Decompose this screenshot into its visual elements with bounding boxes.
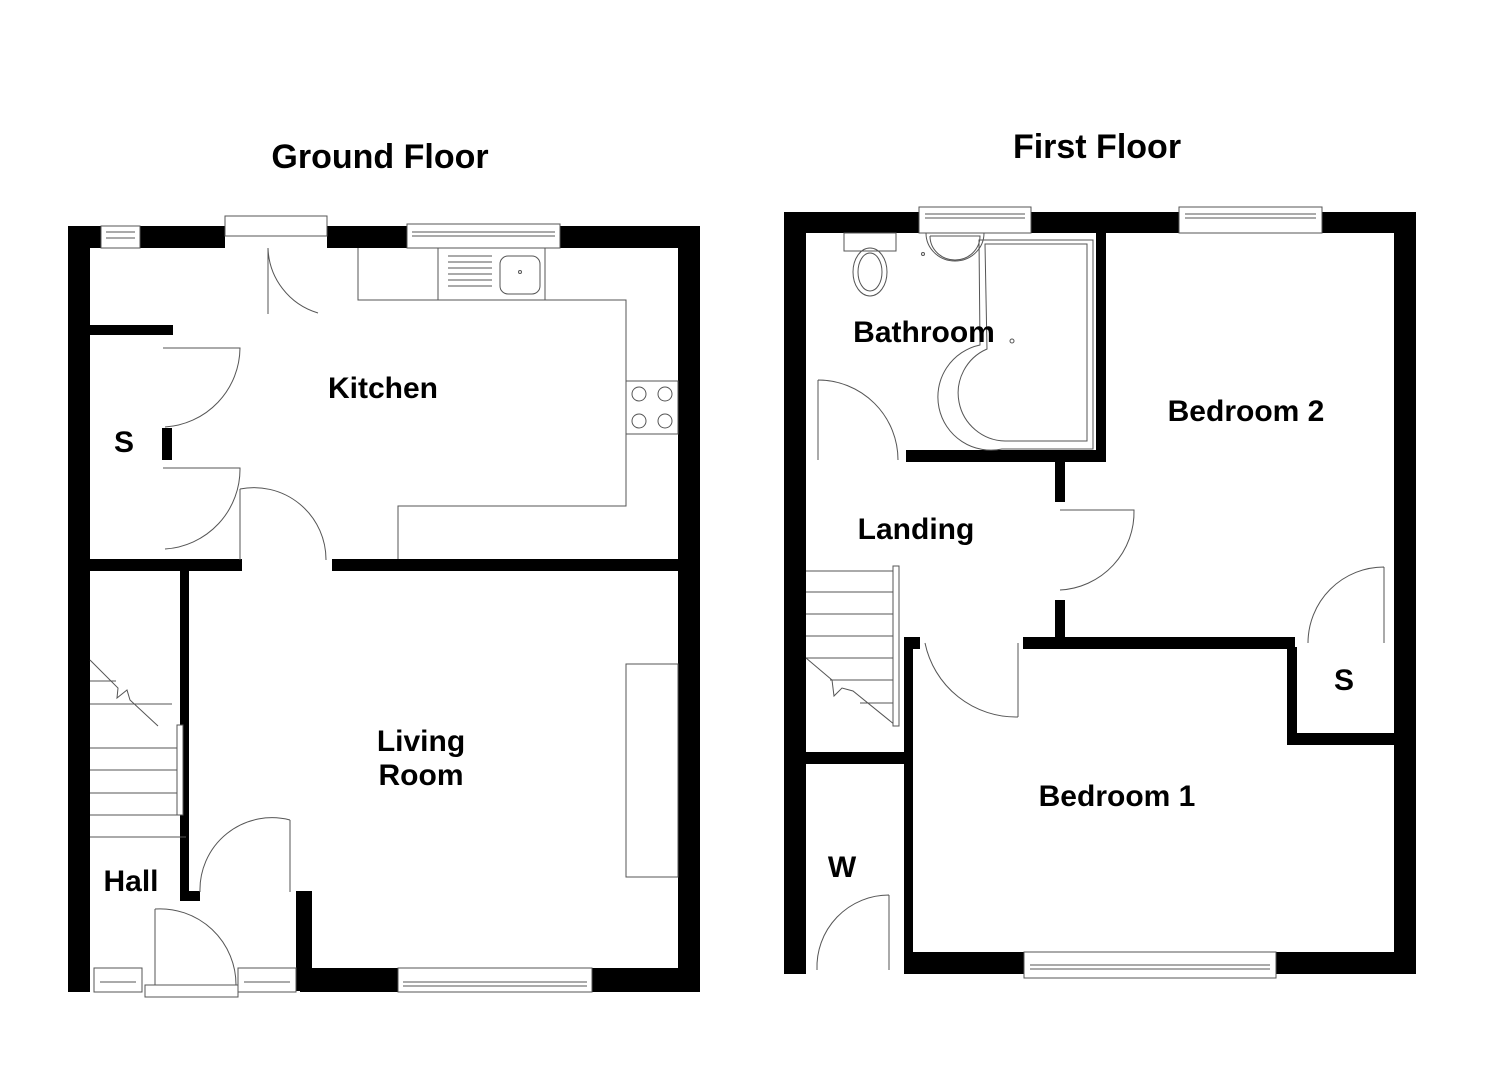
drainer-icon [448,255,492,287]
hob-icon [625,380,679,435]
store-door-swing [1307,566,1385,644]
kitchen-door-swing [239,487,327,561]
room-label-hall: Hall [103,865,158,898]
bath-icon [937,239,1094,451]
room-label-store: S [114,426,134,459]
room-label-store: S [1334,664,1354,697]
sink-icon [499,255,541,295]
back-door-swing [267,247,319,314]
bedroom2-door-swing [1059,509,1135,591]
toilet-cistern-icon [843,232,897,252]
first-floor-plan: First Floor [784,128,1416,979]
store-door-upper-swing [163,347,241,428]
ground-floor-doors[interactable] [144,215,328,998]
first-floor-title: First Floor [1013,128,1181,166]
basin-icon [925,232,985,262]
room-label-bedroom-1: Bedroom 1 [1039,780,1196,813]
room-label-wardrobe: W [828,851,857,884]
room-label-landing: Landing [858,513,975,546]
bedroom1-door-swing [924,642,1019,718]
kitchen-fixtures [357,248,679,878]
bathroom-fixtures [843,232,1094,451]
room-label-bedroom-2: Bedroom 2 [1168,395,1325,428]
ground-floor-walls [68,226,700,992]
living-door-swing [199,817,291,893]
wardrobe-door-swing [816,894,890,971]
first-floor-windows [918,206,1323,979]
ground-staircase-icon [89,659,186,838]
room-label-living-line1: Living [377,725,465,758]
room-label-kitchen: Kitchen [328,372,438,405]
first-floor-walls [784,212,1416,974]
store-door-lower-swing [163,467,241,550]
first-floor-doors[interactable] [816,379,1385,971]
ground-floor-plan: Ground Floor [68,138,700,998]
front-door-swing [154,908,237,986]
ground-floor-title: Ground Floor [271,138,488,176]
toilet-icon [852,247,888,297]
room-label-bathroom: Bathroom [853,316,995,349]
fireplace-hearth-icon [625,663,679,878]
first-staircase-icon [805,565,900,727]
ground-floor-windows [93,223,593,993]
bathroom-door-swing [817,379,899,461]
room-label-living-line2: Room [379,759,464,792]
